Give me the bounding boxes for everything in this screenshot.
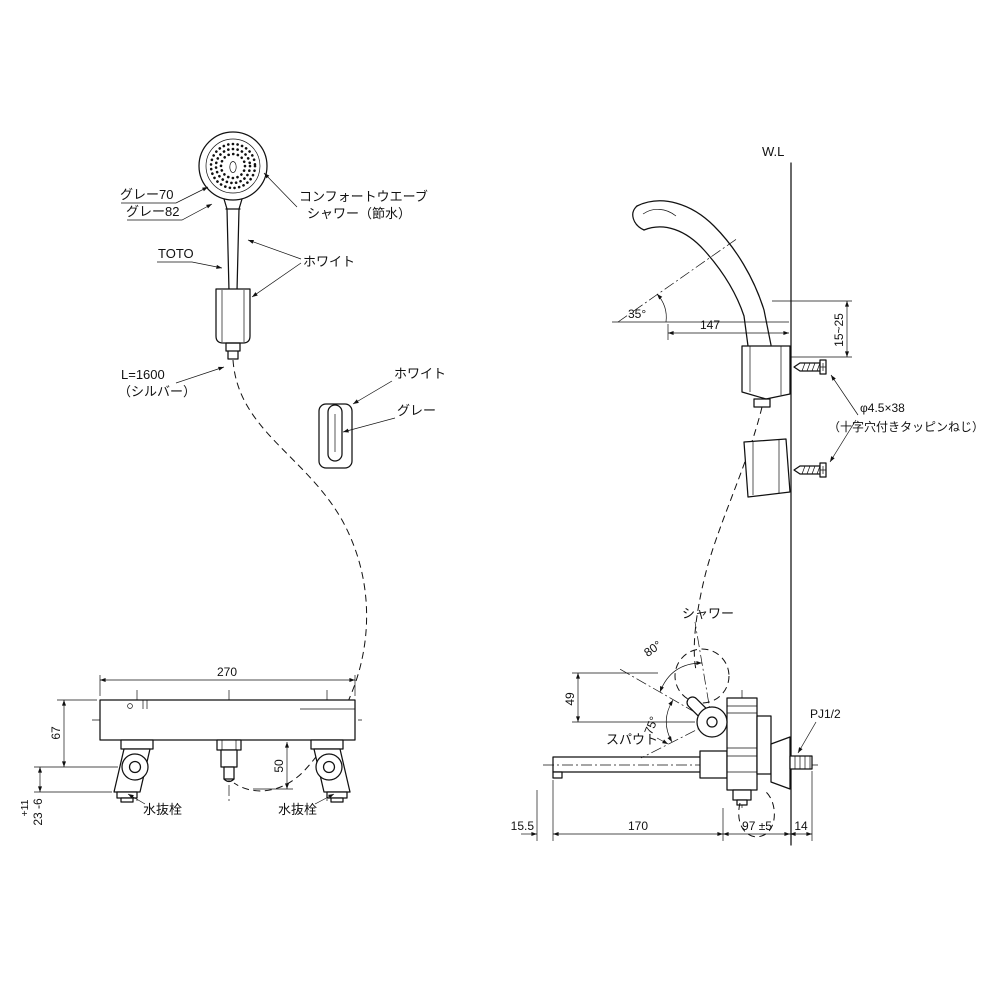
label-hose-length: L=1600 bbox=[121, 367, 165, 382]
bracket-outline bbox=[318, 403, 353, 469]
left-drain-valve bbox=[121, 753, 149, 781]
dim-67: 67 bbox=[49, 726, 63, 740]
label-hose-color: （シルバー） bbox=[118, 384, 196, 399]
dim-angle-75: 75° bbox=[641, 714, 661, 736]
handle-position-lines bbox=[617, 621, 713, 759]
dim-49: 49 bbox=[563, 692, 577, 706]
faucet-side-view: シャワー 80° 75° スパウト PJ1/2 49 bbox=[511, 606, 841, 841]
label-product-name-line1: コンフォートウエーブ bbox=[299, 189, 428, 204]
label-pj-connection: PJ1/2 bbox=[810, 707, 841, 721]
left-leg bbox=[113, 739, 154, 803]
hose-connector bbox=[225, 342, 241, 360]
spout-tip-lip bbox=[552, 771, 563, 779]
hanger-bracket-detail: ホワイト グレー bbox=[318, 366, 446, 469]
label-product-name-line2: シャワー（節水） bbox=[307, 206, 411, 221]
label-white: ホワイト bbox=[303, 254, 355, 269]
shower-hose-curve bbox=[232, 359, 368, 792]
faucet-body bbox=[99, 699, 356, 741]
tapping-screw-lower bbox=[793, 462, 827, 478]
dim-14: 14 bbox=[794, 819, 808, 833]
wall-holder-upper bbox=[741, 345, 791, 400]
dim-50: 50 bbox=[272, 759, 286, 773]
dim-170: 170 bbox=[628, 819, 648, 833]
handle-hub bbox=[696, 706, 728, 738]
spout-base-block bbox=[699, 750, 728, 779]
shower-handle bbox=[223, 198, 243, 292]
shower-side-outline-top bbox=[636, 200, 772, 346]
hanging-shower-phantom bbox=[674, 648, 730, 704]
shower-axis-line bbox=[617, 237, 739, 323]
dim-23-minus6: 23 -6 bbox=[31, 798, 45, 826]
dim-angle-80: 80° bbox=[641, 638, 664, 660]
body-screw bbox=[127, 703, 133, 709]
label-bracket-white: ホワイト bbox=[394, 366, 446, 381]
hand-shower-front-view: グレー70 グレー82 TOTO コンフォートウエーブ シャワー（節水） ホワイ… bbox=[118, 131, 428, 792]
dim-97-5: 97 ±5 bbox=[742, 819, 772, 833]
shower-head-outline bbox=[198, 131, 268, 201]
dim-15-5: 15.5 bbox=[511, 819, 535, 833]
center-hose-outlet bbox=[216, 739, 242, 783]
label-drain-plug-right: 水抜栓 bbox=[278, 802, 317, 817]
dim-15-25: 15~25 bbox=[832, 313, 846, 347]
dim-tolerance-plus: +11 bbox=[19, 799, 31, 816]
center-nozzle bbox=[229, 161, 237, 173]
wall-holder-lower bbox=[743, 438, 791, 498]
spray-nozzles-ring bbox=[209, 142, 257, 190]
spout-pipe bbox=[552, 756, 701, 773]
label-drain-plug-left: 水抜栓 bbox=[143, 802, 182, 817]
dim-angle-35: 35° bbox=[628, 307, 646, 321]
valve-body bbox=[726, 697, 758, 791]
wall-flange bbox=[770, 736, 791, 790]
holder-hose-connector bbox=[753, 398, 771, 408]
label-toto-brand: TOTO bbox=[158, 246, 194, 261]
dim-270: 270 bbox=[217, 665, 237, 679]
right-leg bbox=[310, 739, 351, 803]
label-wall-line: W.L bbox=[762, 144, 784, 159]
dim-147: 147 bbox=[700, 318, 720, 332]
label-spout-position: スパウト bbox=[606, 732, 658, 747]
label-gray-70: グレー70 bbox=[120, 187, 173, 202]
label-screw-size: φ4.5×38 bbox=[860, 401, 905, 415]
faucet-front-view: 270 67 50 +11 23 -6 水抜栓 水抜栓 bbox=[19, 665, 362, 826]
bracket-slot bbox=[327, 404, 343, 462]
label-gray-82: グレー82 bbox=[126, 204, 179, 219]
pj-nipple bbox=[789, 755, 813, 770]
wall-installation-side-view: W.L 35° 147 15~25 bbox=[612, 144, 984, 846]
tapping-screw-upper bbox=[793, 359, 827, 375]
right-drain-valve bbox=[315, 753, 343, 781]
label-shower-position: シャワー bbox=[682, 606, 734, 621]
label-screw-type: （十字穴付きタッピンねじ） bbox=[828, 419, 984, 434]
shower-side-outline-bottom bbox=[643, 226, 749, 347]
label-bracket-gray: グレー bbox=[397, 403, 436, 418]
shower-holder bbox=[215, 288, 251, 344]
